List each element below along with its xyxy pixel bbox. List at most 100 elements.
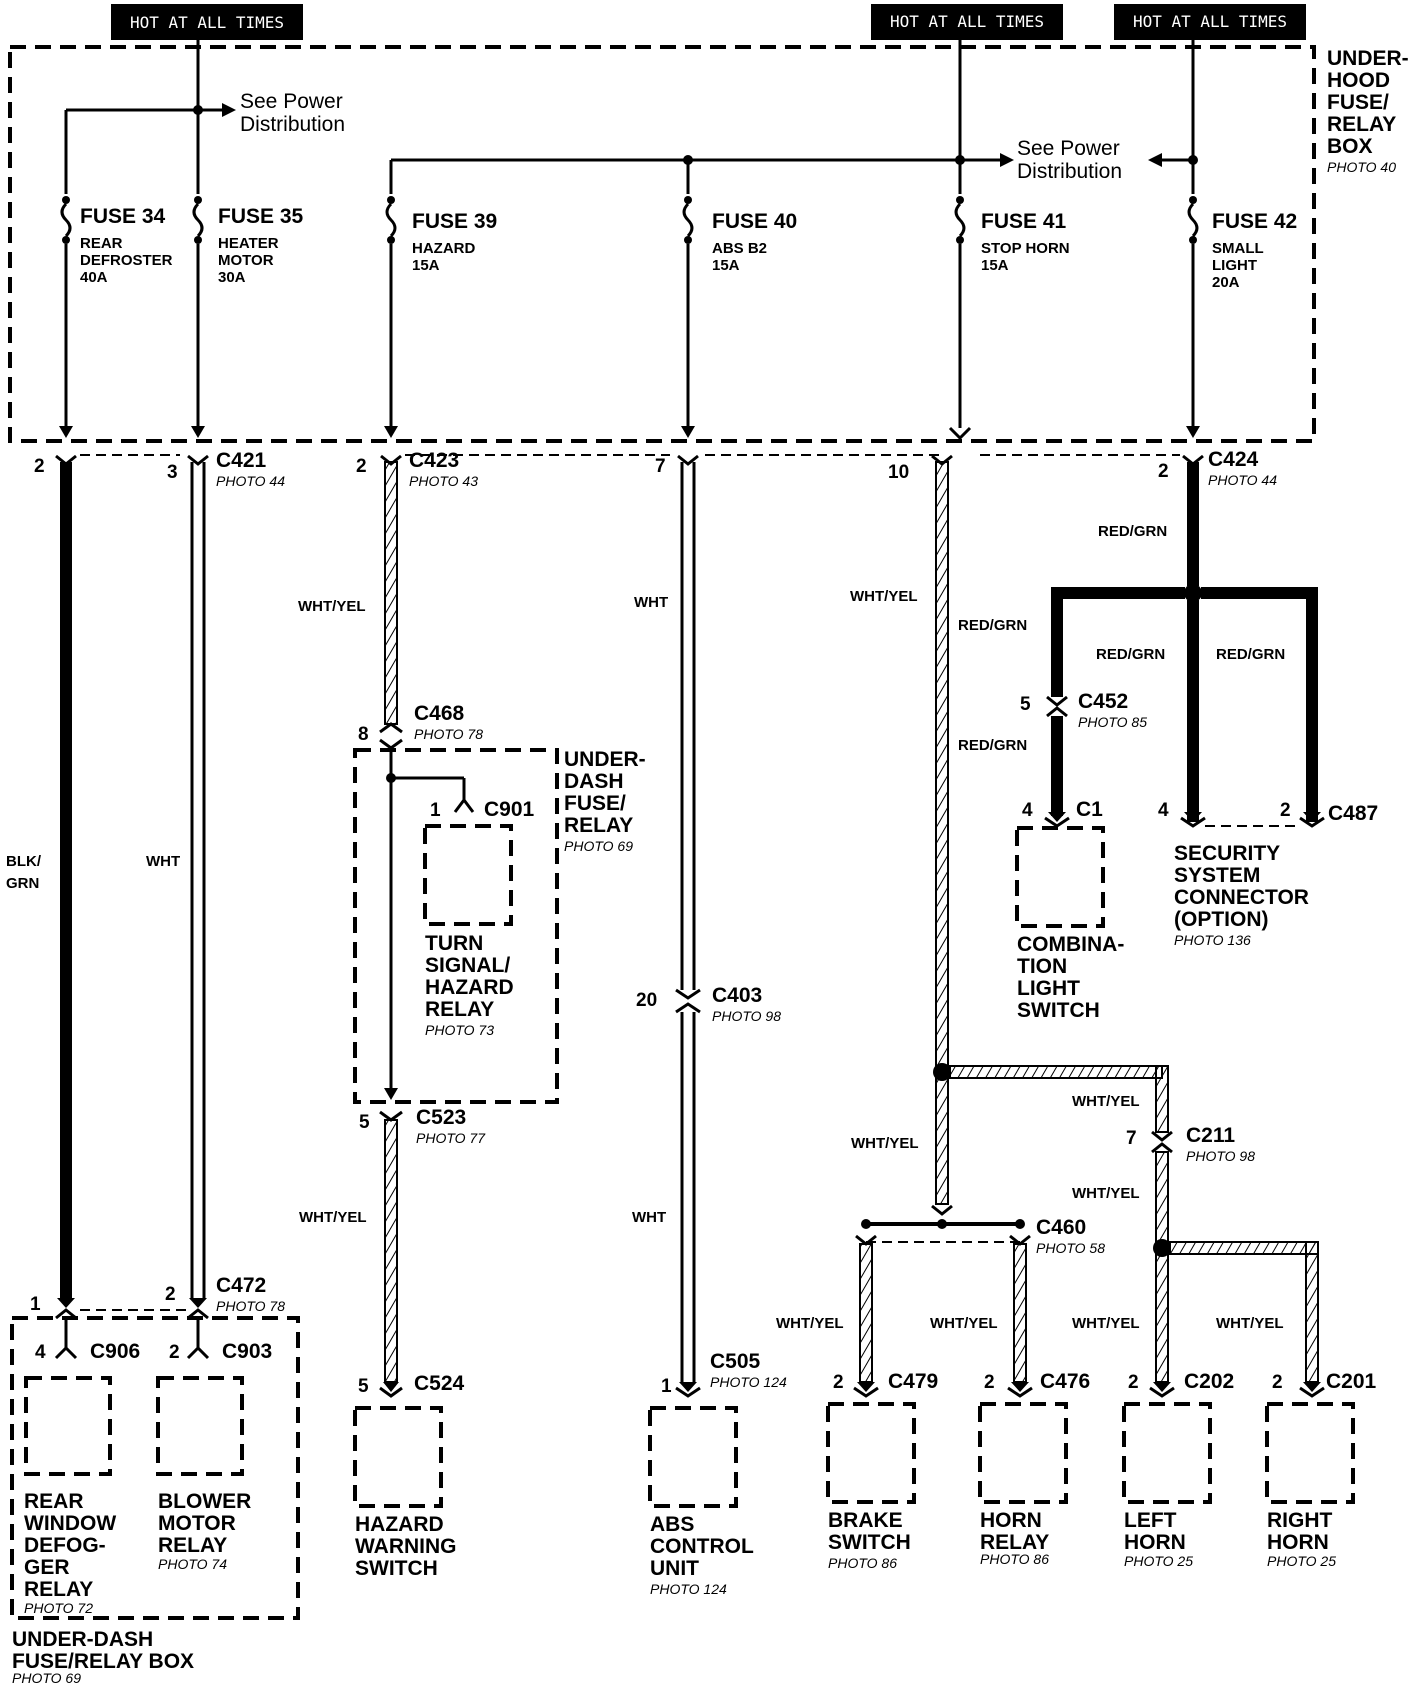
svg-text:PHOTO 86: PHOTO 86 [828, 1555, 897, 1571]
connector-c505: C505 PHOTO 124 [710, 1350, 787, 1390]
svg-text:DEFOG-: DEFOG- [24, 1534, 106, 1557]
svg-text:SECURITY: SECURITY [1174, 842, 1280, 865]
connector-c202: 2 C202 [1128, 1370, 1234, 1398]
underdash-box-outline [10, 1316, 300, 1620]
svg-text:RED/GRN: RED/GRN [1216, 646, 1285, 663]
hot-label-3: HOT AT ALL TIMES [1114, 4, 1306, 40]
horn-relay [978, 1402, 1068, 1504]
svg-text:2: 2 [1272, 1372, 1283, 1393]
svg-text:2: 2 [165, 1284, 176, 1305]
hazard-warning-switch-label: HAZARD WARNING SWITCH [355, 1513, 457, 1580]
svg-text:FUSE/: FUSE/ [1327, 91, 1389, 114]
combination-light-switch-label: COMBINA- TION LIGHT SWITCH [1017, 933, 1124, 1022]
svg-text:See Power: See Power [240, 90, 343, 113]
underdash-box-label: UNDER-DASH FUSE/RELAY BOX PHOTO 69 [12, 1628, 194, 1684]
svg-text:2: 2 [169, 1342, 180, 1363]
fuse-40: FUSE 40 ABS B2 15A [681, 196, 797, 438]
svg-text:PHOTO 77: PHOTO 77 [416, 1130, 486, 1146]
svg-text:DASH: DASH [564, 770, 624, 793]
left-horn [1122, 1402, 1212, 1504]
svg-text:C903: C903 [222, 1340, 272, 1363]
svg-text:FUSE 41: FUSE 41 [981, 210, 1067, 233]
fuse-34: FUSE 34 REAR DEFROSTER 40A [59, 196, 173, 438]
svg-text:15A: 15A [981, 257, 1009, 274]
right-horn [1265, 1402, 1355, 1504]
svg-text:15A: 15A [712, 257, 740, 274]
wire-wht-yel-hazard [384, 461, 398, 725]
svg-text:RELAY: RELAY [24, 1578, 93, 1601]
svg-text:HAZARD: HAZARD [425, 976, 514, 999]
svg-text:WHT/YEL: WHT/YEL [298, 598, 366, 615]
svg-text:TURN: TURN [425, 932, 483, 955]
underhood-box-label: UNDER- HOOD FUSE/ RELAY BOX PHOTO 40 [1327, 47, 1409, 175]
svg-text:C476: C476 [1040, 1370, 1090, 1393]
svg-text:C468: C468 [414, 702, 465, 725]
connector-c403: C403 PHOTO 98 [712, 984, 781, 1024]
blower-motor-relay [156, 1376, 244, 1476]
svg-text:20: 20 [636, 990, 657, 1011]
svg-text:C202: C202 [1184, 1370, 1234, 1393]
connector-c901: C901 [484, 798, 535, 821]
svg-text:PHOTO 58: PHOTO 58 [1036, 1240, 1105, 1256]
svg-text:HORN: HORN [1124, 1531, 1186, 1554]
svg-text:C479: C479 [888, 1370, 938, 1393]
svg-text:PHOTO 25: PHOTO 25 [1267, 1553, 1336, 1569]
wire-wht-yel-stop-horn [935, 461, 949, 1071]
abs-control-unit-label: ABS CONTROL UNIT PHOTO 124 [650, 1513, 754, 1597]
svg-text:PHOTO 73: PHOTO 73 [425, 1022, 494, 1038]
underdash-relay-box-outline [353, 748, 559, 1104]
rear-window-defogger-relay [24, 1376, 112, 1476]
svg-text:C421: C421 [216, 449, 267, 472]
svg-text:FUSE 40: FUSE 40 [712, 210, 797, 233]
svg-text:WHT/YEL: WHT/YEL [1216, 1315, 1284, 1332]
right-horn-label: RIGHT HORN PHOTO 25 [1267, 1509, 1336, 1569]
svg-text:C523: C523 [416, 1106, 466, 1129]
svg-text:SWITCH: SWITCH [355, 1557, 438, 1580]
svg-text:7: 7 [1126, 1128, 1137, 1149]
blower-motor-relay-label: BLOWER MOTOR RELAY PHOTO 74 [158, 1490, 251, 1572]
rear-window-defogger-relay-label: REAR WINDOW DEFOG- GER RELAY PHOTO 72 [24, 1490, 116, 1616]
svg-text:RELAY: RELAY [158, 1534, 227, 1557]
connector-c487: 4 2 C487 [1158, 800, 1378, 828]
underhood-box-outline [8, 45, 1316, 443]
svg-text:PHOTO 124: PHOTO 124 [650, 1581, 727, 1597]
svg-text:WINDOW: WINDOW [24, 1512, 116, 1535]
svg-text:2: 2 [1128, 1372, 1139, 1393]
svg-text:See Power: See Power [1017, 137, 1120, 160]
svg-text:5: 5 [359, 1112, 370, 1133]
svg-text:FUSE/: FUSE/ [564, 792, 626, 815]
svg-text:REAR: REAR [80, 235, 123, 252]
svg-text:BLOWER: BLOWER [158, 1490, 251, 1513]
connector-c472: C472 PHOTO 78 [216, 1274, 285, 1314]
svg-text:HOT AT ALL TIMES: HOT AT ALL TIMES [130, 13, 284, 32]
svg-text:HEATER: HEATER [218, 235, 279, 252]
svg-text:PHOTO 98: PHOTO 98 [712, 1008, 781, 1024]
connector-c423: C423 PHOTO 43 [409, 449, 478, 489]
connector-c906: C906 [90, 1340, 140, 1363]
svg-text:40A: 40A [80, 269, 108, 286]
wire-wht-yel-hazard-2 [384, 1119, 398, 1383]
connector-c1: C1 [1076, 798, 1103, 821]
svg-text:STOP HORN: STOP HORN [981, 240, 1070, 257]
svg-text:CONNECTOR: CONNECTOR [1174, 886, 1309, 909]
svg-text:PHOTO 85: PHOTO 85 [1078, 714, 1147, 730]
svg-text:PHOTO 124: PHOTO 124 [710, 1374, 787, 1390]
svg-text:REAR: REAR [24, 1490, 84, 1513]
svg-text:BOX: BOX [1327, 135, 1373, 158]
svg-text:C452: C452 [1078, 690, 1128, 713]
horn-relay-label: HORN RELAY PHOTO 86 [980, 1509, 1049, 1567]
svg-text:HAZARD: HAZARD [355, 1513, 444, 1536]
svg-text:BRAKE: BRAKE [828, 1509, 903, 1532]
svg-text:PHOTO 86: PHOTO 86 [980, 1551, 1049, 1567]
connector-c201: 2 C201 [1272, 1370, 1377, 1398]
svg-text:BLK/: BLK/ [6, 853, 42, 870]
brake-switch-label: BRAKE SWITCH PHOTO 86 [828, 1509, 911, 1571]
svg-text:(OPTION): (OPTION) [1174, 908, 1269, 931]
svg-text:PHOTO 78: PHOTO 78 [216, 1298, 285, 1314]
turn-signal-relay [423, 824, 513, 926]
svg-text:PHOTO 69: PHOTO 69 [12, 1670, 81, 1684]
connector-c468: C468 PHOTO 78 [414, 702, 483, 742]
svg-text:WHT/YEL: WHT/YEL [776, 1315, 844, 1332]
abs-control-unit [648, 1406, 738, 1508]
svg-text:RED/GRN: RED/GRN [1098, 523, 1167, 540]
